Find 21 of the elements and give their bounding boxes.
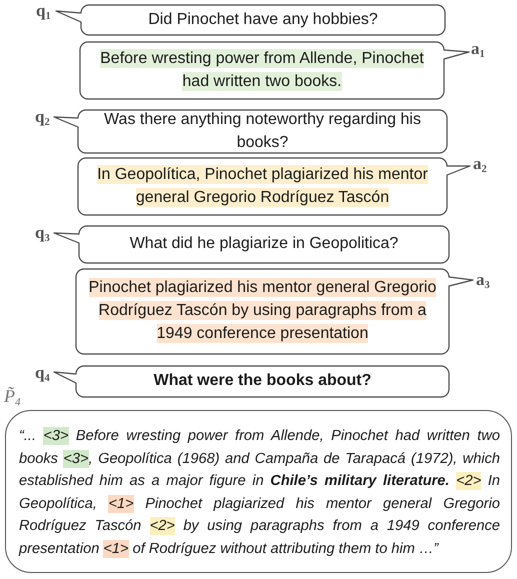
speech-bubble [74, 267, 475, 356]
speaker-label: q$_{4}$ [35, 364, 50, 385]
passage-label: P̃$_{4}$ [4, 387, 21, 408]
speech-bubble [52, 364, 451, 399]
question-text: What did he plagiarize in Geopolitica? [130, 234, 398, 254]
question-text: What were the books about? [154, 371, 372, 392]
question-text: Did Pinochet have any hobbies? [148, 10, 378, 30]
speaker-label: a$_{3}$ [476, 271, 490, 292]
speech-bubble [78, 40, 471, 101]
speaker-label: a$_{1}$ [471, 40, 485, 61]
passage-text: “... <3> Before wresting power from Allende, Pinochet had written two books <3>, Geopolítica (1968) and Campaña de Tarapacá (1972), which established him as a major figure in Chile’s military literature. <2> In Geopolítica, <1> Pinochet plagiarized his mentor general Gregorio Rodríguez Tascón <2> by using paragraphs from a 1949 conference presentation <1> of Rodríguez without attributing them to him …” [19, 426, 500, 560]
speaker-label: q$_{1}$ [36, 2, 51, 23]
speech-bubble [76, 156, 472, 217]
speech-bubble [52, 108, 449, 155]
speaker-label: q$_{2}$ [35, 108, 50, 129]
speaker-label: a$_{2}$ [473, 155, 487, 176]
speech-bubble [52, 224, 451, 265]
speech-bubble [54, 3, 447, 37]
question-text: Was there anything noteworthy regarding his books? [103, 110, 422, 152]
speaker-label: q$_{3}$ [35, 224, 50, 245]
passage-box [5, 410, 512, 573]
